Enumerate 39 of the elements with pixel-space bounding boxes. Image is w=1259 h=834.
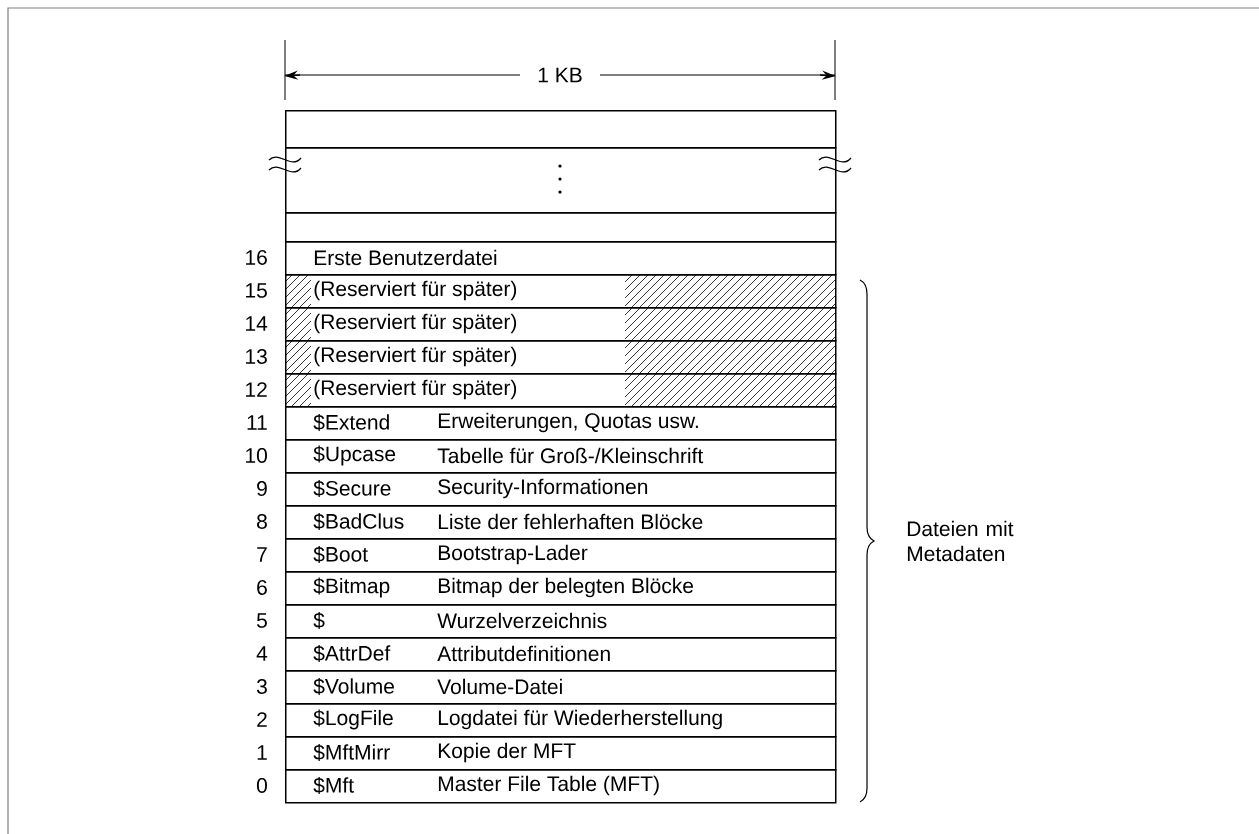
row-number: 5 <box>256 613 267 628</box>
row-number: 4 <box>256 646 268 661</box>
hatched-row: (Reserviert für später) <box>284 339 837 375</box>
hatched-row: (Reserviert für später) <box>284 273 837 309</box>
table-row: Erste Benutzerdatei <box>285 241 837 276</box>
row-number: 14 <box>246 316 268 331</box>
table-row: $Bitmap Bitmap der belegten Blöcke <box>285 571 837 606</box>
hatched-row: (Reserviert für später) <box>284 372 837 408</box>
row-number: 1 <box>257 745 267 760</box>
table-row: $BadClus Liste der fehlerhaften Blöcke <box>285 505 837 540</box>
table-row: $MftMirr Kopie der MFT <box>285 736 837 771</box>
row-number: 3 <box>256 679 267 694</box>
row-number: 8 <box>257 514 267 529</box>
brace-label: Dateien mit Metadaten <box>907 520 1014 562</box>
table-row: $Upcase Tabelle für Groß-/Kleinschrift <box>285 439 837 474</box>
table-row <box>285 212 837 243</box>
table-row: $Extend Erweiterungen, Quotas usw. <box>285 406 837 441</box>
table-row: $ Wurzelverzeichnis <box>285 604 837 639</box>
row-number: 16 <box>246 250 267 265</box>
row-number: 2 <box>257 712 267 727</box>
table-row <box>285 147 837 214</box>
row-number: 10 <box>246 448 267 463</box>
table-row <box>285 110 837 149</box>
table-row: $Volume Volume-Datei <box>285 670 837 705</box>
row-number: 6 <box>257 580 267 595</box>
row-number: 11 <box>247 415 267 430</box>
row-number: 0 <box>256 778 267 793</box>
dimension-label: 1 KB <box>538 67 582 83</box>
row-number: 13 <box>246 349 267 364</box>
row-number: 7 <box>257 547 267 562</box>
table-row: $Secure Security-Informationen <box>285 472 837 507</box>
row-number: 9 <box>257 481 267 496</box>
row-number: 12 <box>246 382 267 397</box>
row-number: 15 <box>246 283 267 298</box>
table-row: $Boot Bootstrap-Lader <box>285 538 837 573</box>
table-row: $AttrDef Attributdefinitionen <box>285 637 837 672</box>
hatched-row: (Reserviert für später) <box>284 306 837 342</box>
table-row: $Mft Master File Table (MFT) <box>285 769 837 804</box>
table-row: $LogFile Logdatei für Wiederherstellung <box>285 703 837 738</box>
